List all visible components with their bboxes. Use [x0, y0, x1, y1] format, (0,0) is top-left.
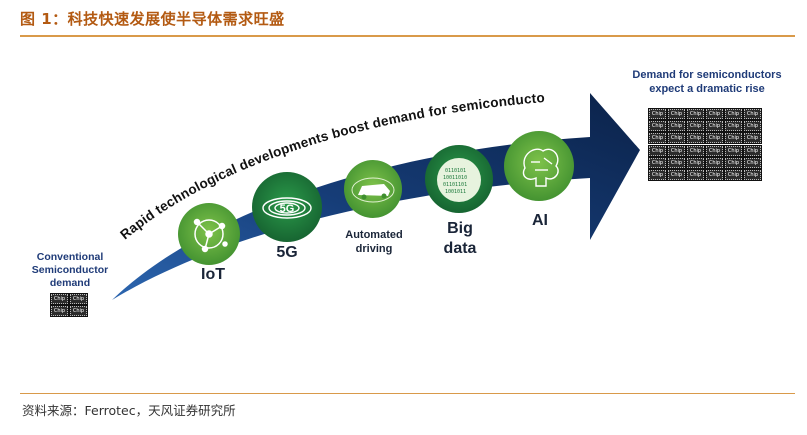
5g-node: 5G — [252, 172, 322, 242]
ai-node — [504, 131, 574, 201]
chip: Chip — [705, 145, 724, 157]
chip: Chip — [743, 120, 762, 132]
chip: Chip — [743, 169, 762, 181]
binary-globe-icon: 0110101 10011010 01101101 1001011 — [437, 158, 481, 202]
chip: Chip — [743, 108, 762, 120]
future-demand-label: Demand for semiconductors expect a drama… — [612, 68, 802, 96]
source-note: 资料来源：Ferrotec，天风证券研究所 — [22, 403, 236, 418]
brain-icon — [522, 148, 559, 187]
chip: Chip — [705, 132, 724, 144]
network-icon — [193, 218, 228, 253]
conventional-chip-grid: Chip Chip Chip Chip — [50, 293, 88, 317]
car-icon — [351, 177, 395, 203]
chip: Chip — [705, 108, 724, 120]
diagram-canvas: Rapid technological developments boost d… — [0, 40, 640, 300]
chip: Chip — [667, 157, 686, 169]
big-data-label: Big data — [436, 219, 484, 259]
chip: Chip — [686, 157, 705, 169]
svg-text:5G: 5G — [280, 203, 295, 215]
chip: Chip — [724, 108, 743, 120]
chip: Chip — [686, 120, 705, 132]
chip: Chip — [724, 145, 743, 157]
chip: Chip — [648, 169, 667, 181]
chip: Chip — [648, 132, 667, 144]
chip: Chip — [667, 108, 686, 120]
iot-node — [178, 203, 240, 265]
chip: Chip — [724, 132, 743, 144]
chip: Chip — [705, 169, 724, 181]
future-demand-label-line2: expect a dramatic rise — [649, 83, 765, 95]
top-divider — [20, 35, 795, 37]
chip: Chip — [743, 157, 762, 169]
chip: Chip — [648, 157, 667, 169]
page-title: 图 1：科技快速发展使半导体需求旺盛 — [20, 10, 285, 28]
chip: Chip — [686, 169, 705, 181]
chip: Chip — [69, 305, 88, 317]
5g-label: 5G — [276, 244, 298, 261]
chip: Chip — [686, 145, 705, 157]
chip: Chip — [69, 293, 88, 305]
chip: Chip — [648, 145, 667, 157]
big-data-node: 0110101 10011010 01101101 1001011 — [425, 145, 493, 213]
automated-driving-node — [344, 160, 402, 218]
svg-text:01101101: 01101101 — [443, 182, 467, 188]
conventional-demand-label: Conventional Semiconductor demand — [31, 251, 109, 289]
signal-5g-icon — [262, 197, 312, 219]
svg-text:0110101: 0110101 — [445, 168, 466, 174]
future-demand-label-line1: Demand for semiconductors — [632, 69, 782, 81]
big-data-label-line1: Big — [447, 220, 473, 237]
chip: Chip — [686, 108, 705, 120]
chip: Chip — [743, 132, 762, 144]
automated-driving-label-line1: Automated — [345, 229, 403, 241]
chip: Chip — [724, 120, 743, 132]
bottom-divider — [20, 393, 795, 394]
chip: Chip — [667, 169, 686, 181]
chip: Chip — [667, 145, 686, 157]
svg-text:1001011: 1001011 — [445, 189, 466, 195]
chip: Chip — [648, 120, 667, 132]
svg-text:10011010: 10011010 — [443, 175, 467, 181]
automated-driving-label: Automated driving — [336, 228, 412, 256]
chip: Chip — [686, 132, 705, 144]
big-data-label-line2: data — [443, 240, 477, 257]
iot-label: IoT — [201, 266, 225, 283]
ai-label: AI — [532, 212, 548, 229]
chip: Chip — [50, 293, 69, 305]
chip: Chip — [724, 169, 743, 181]
chip: Chip — [667, 132, 686, 144]
chip: Chip — [705, 120, 724, 132]
chip: Chip — [705, 157, 724, 169]
chip: Chip — [667, 120, 686, 132]
chip: Chip — [724, 157, 743, 169]
chip: Chip — [743, 145, 762, 157]
chip: Chip — [50, 305, 69, 317]
chip: Chip — [648, 108, 667, 120]
automated-driving-label-line2: driving — [355, 243, 393, 255]
